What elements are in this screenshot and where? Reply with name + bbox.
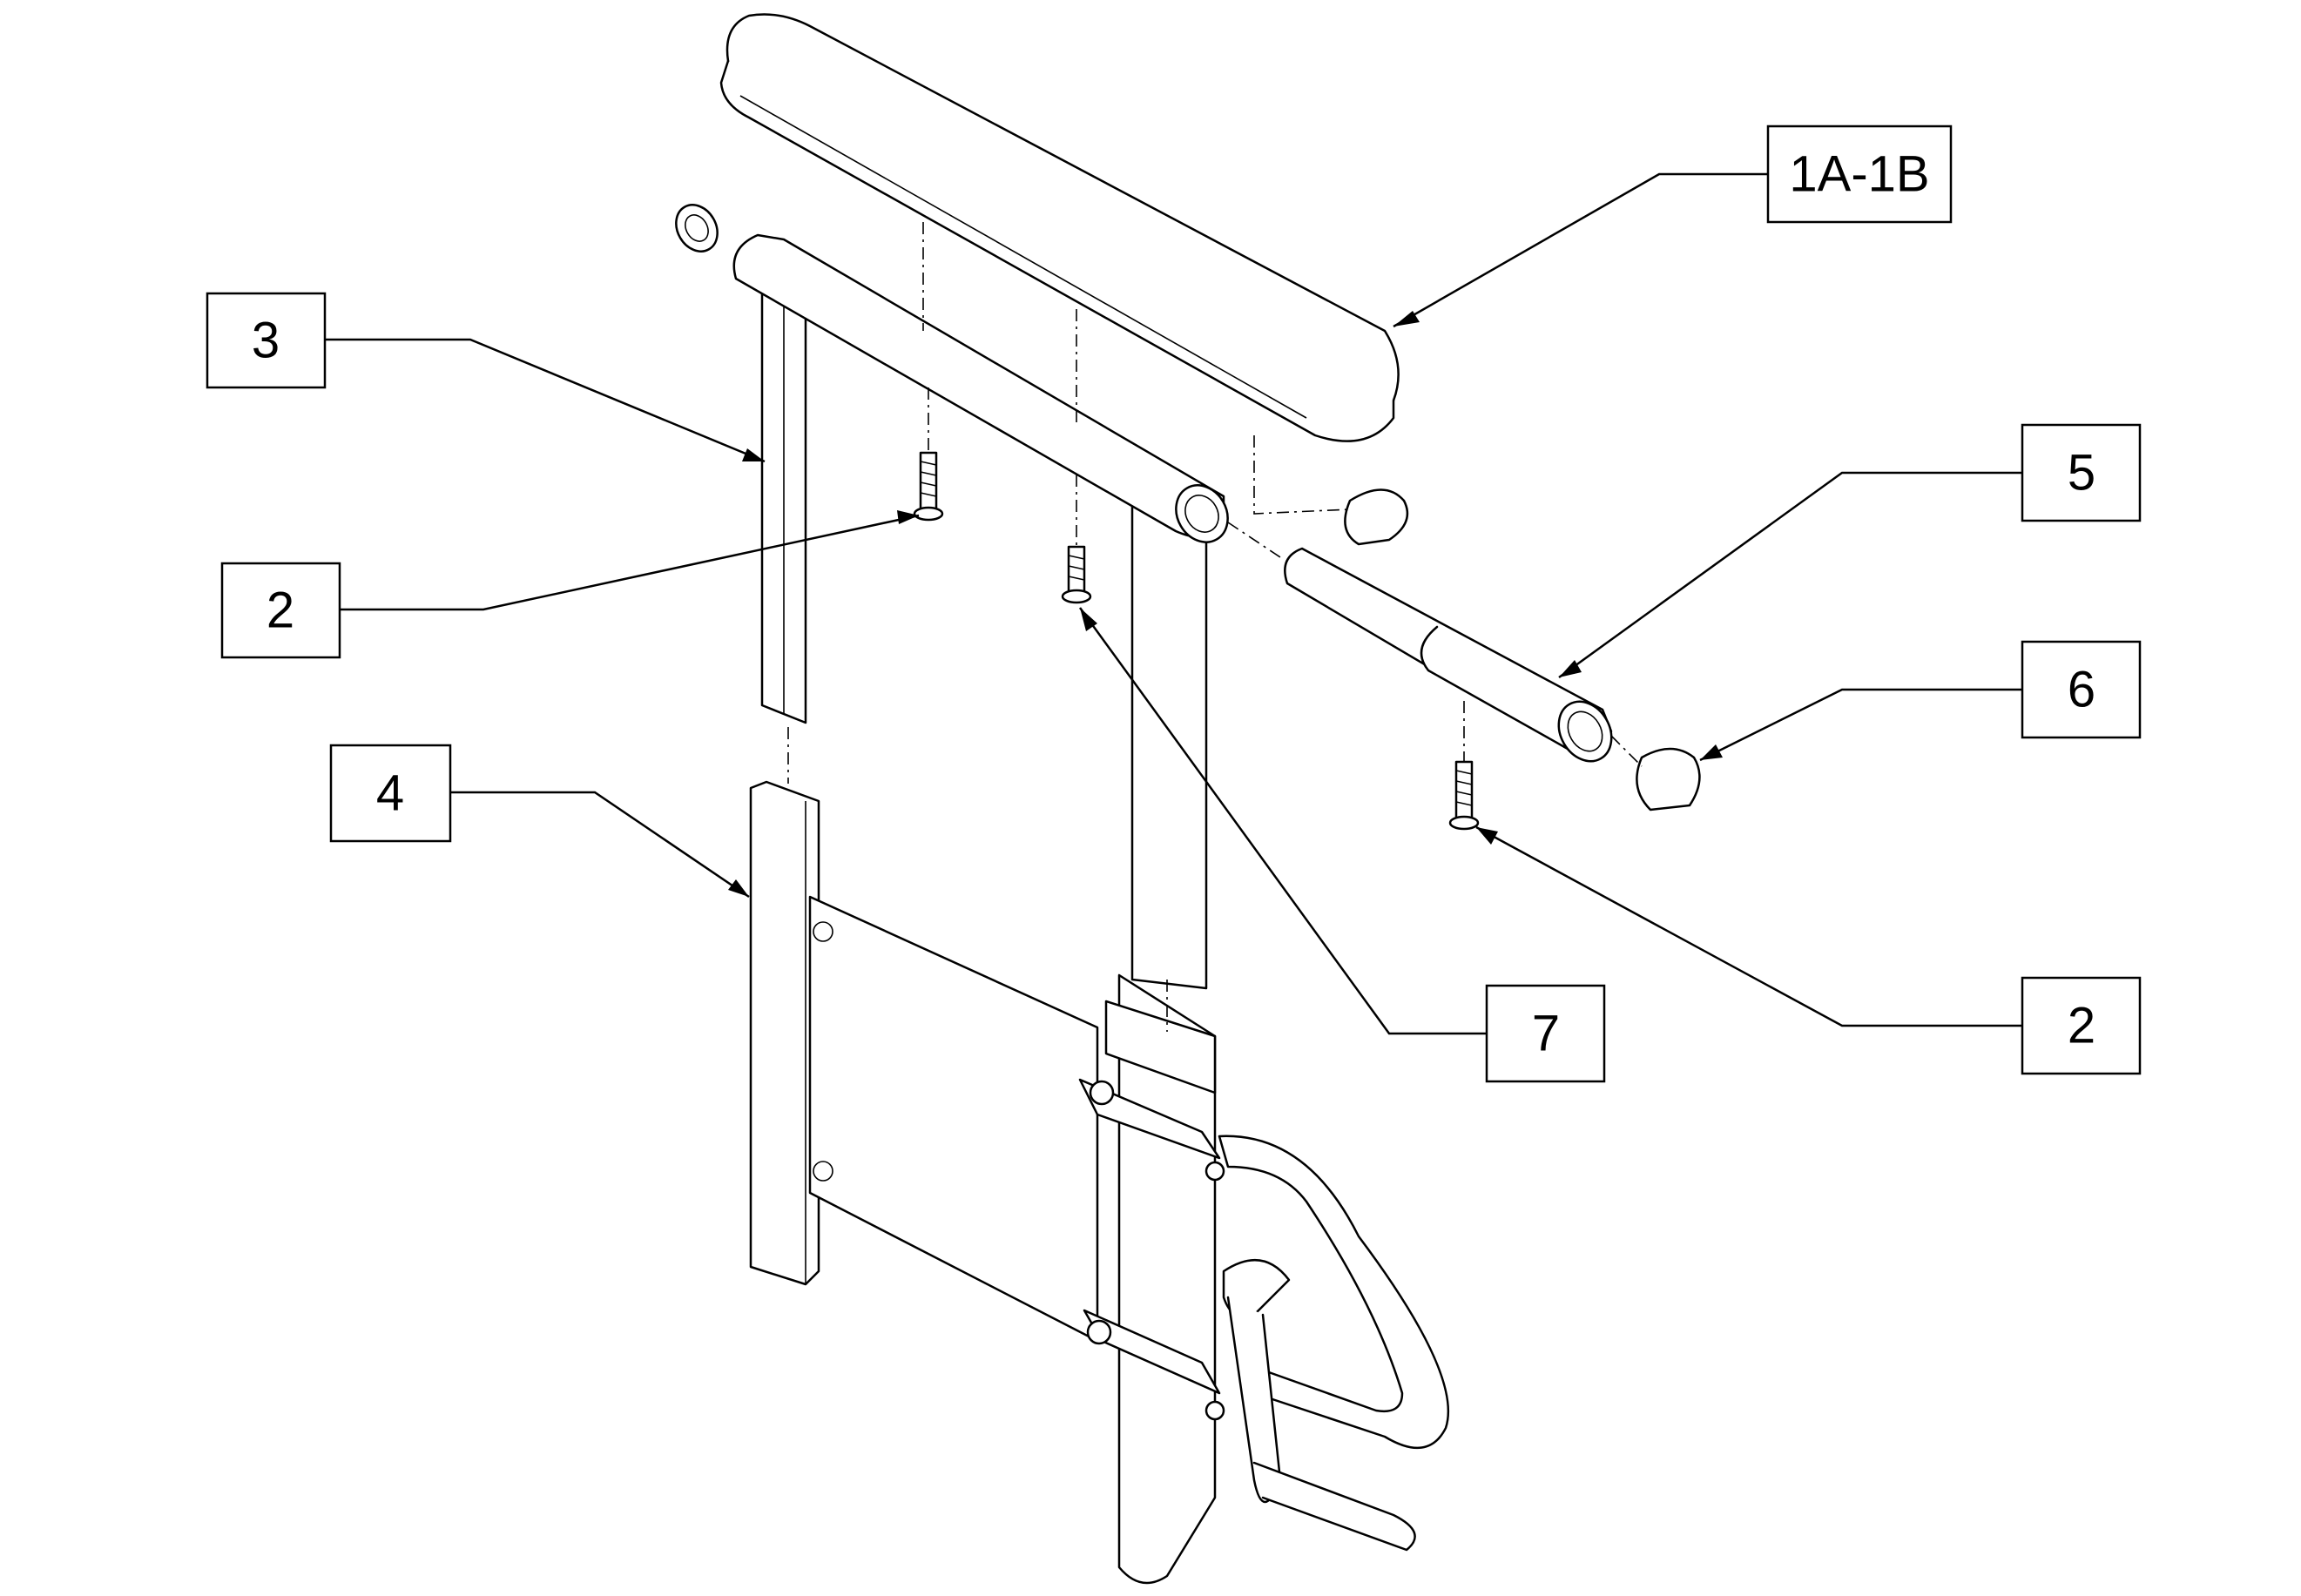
screw-right — [1448, 760, 1480, 831]
callout-2-left-label: 2 — [267, 583, 294, 639]
end-cap-lower — [1636, 747, 1701, 811]
callout-6-label: 6 — [2068, 662, 2095, 718]
end-cap-upper — [1344, 488, 1409, 546]
callout-2-left: 2 — [220, 510, 920, 659]
armrest-frame — [732, 233, 1229, 990]
callout-5: 5 — [1558, 423, 2142, 679]
callout-4: 4 — [329, 744, 750, 899]
callout-3: 3 — [206, 292, 766, 463]
screw-left — [913, 451, 944, 522]
callout-2-right: 2 — [1475, 825, 2142, 1075]
callout-7-label: 7 — [1532, 1006, 1560, 1062]
callout-2-right-label: 2 — [2068, 998, 2095, 1054]
callout-7: 7 — [1078, 607, 1606, 1083]
callout-2-left-box — [220, 562, 341, 659]
callout-5-label: 5 — [2068, 445, 2095, 502]
callout-6: 6 — [1699, 640, 2142, 762]
callout-3-label: 3 — [252, 313, 280, 369]
callout-2-right-box — [2021, 976, 2142, 1075]
callout-7-box — [1485, 984, 1606, 1083]
callout-1a-1b: 1A-1B — [1393, 125, 1953, 328]
callout-1a-1b-label: 1A-1B — [1789, 146, 1929, 203]
end-cap-left — [675, 204, 719, 253]
arm-pad — [719, 13, 1400, 442]
alignment-lines — [787, 222, 1643, 1032]
callout-4-box — [329, 744, 452, 843]
callout-5-box — [2021, 423, 2142, 522]
callout-3-box — [206, 292, 327, 389]
callout-1a-1b-box — [1766, 125, 1953, 224]
screw-center — [1061, 545, 1092, 604]
callout-6-box — [2021, 640, 2142, 739]
side-frame-assembly — [749, 780, 1450, 1585]
callout-4-label: 4 — [376, 765, 404, 822]
extension-tube — [1284, 547, 1613, 763]
